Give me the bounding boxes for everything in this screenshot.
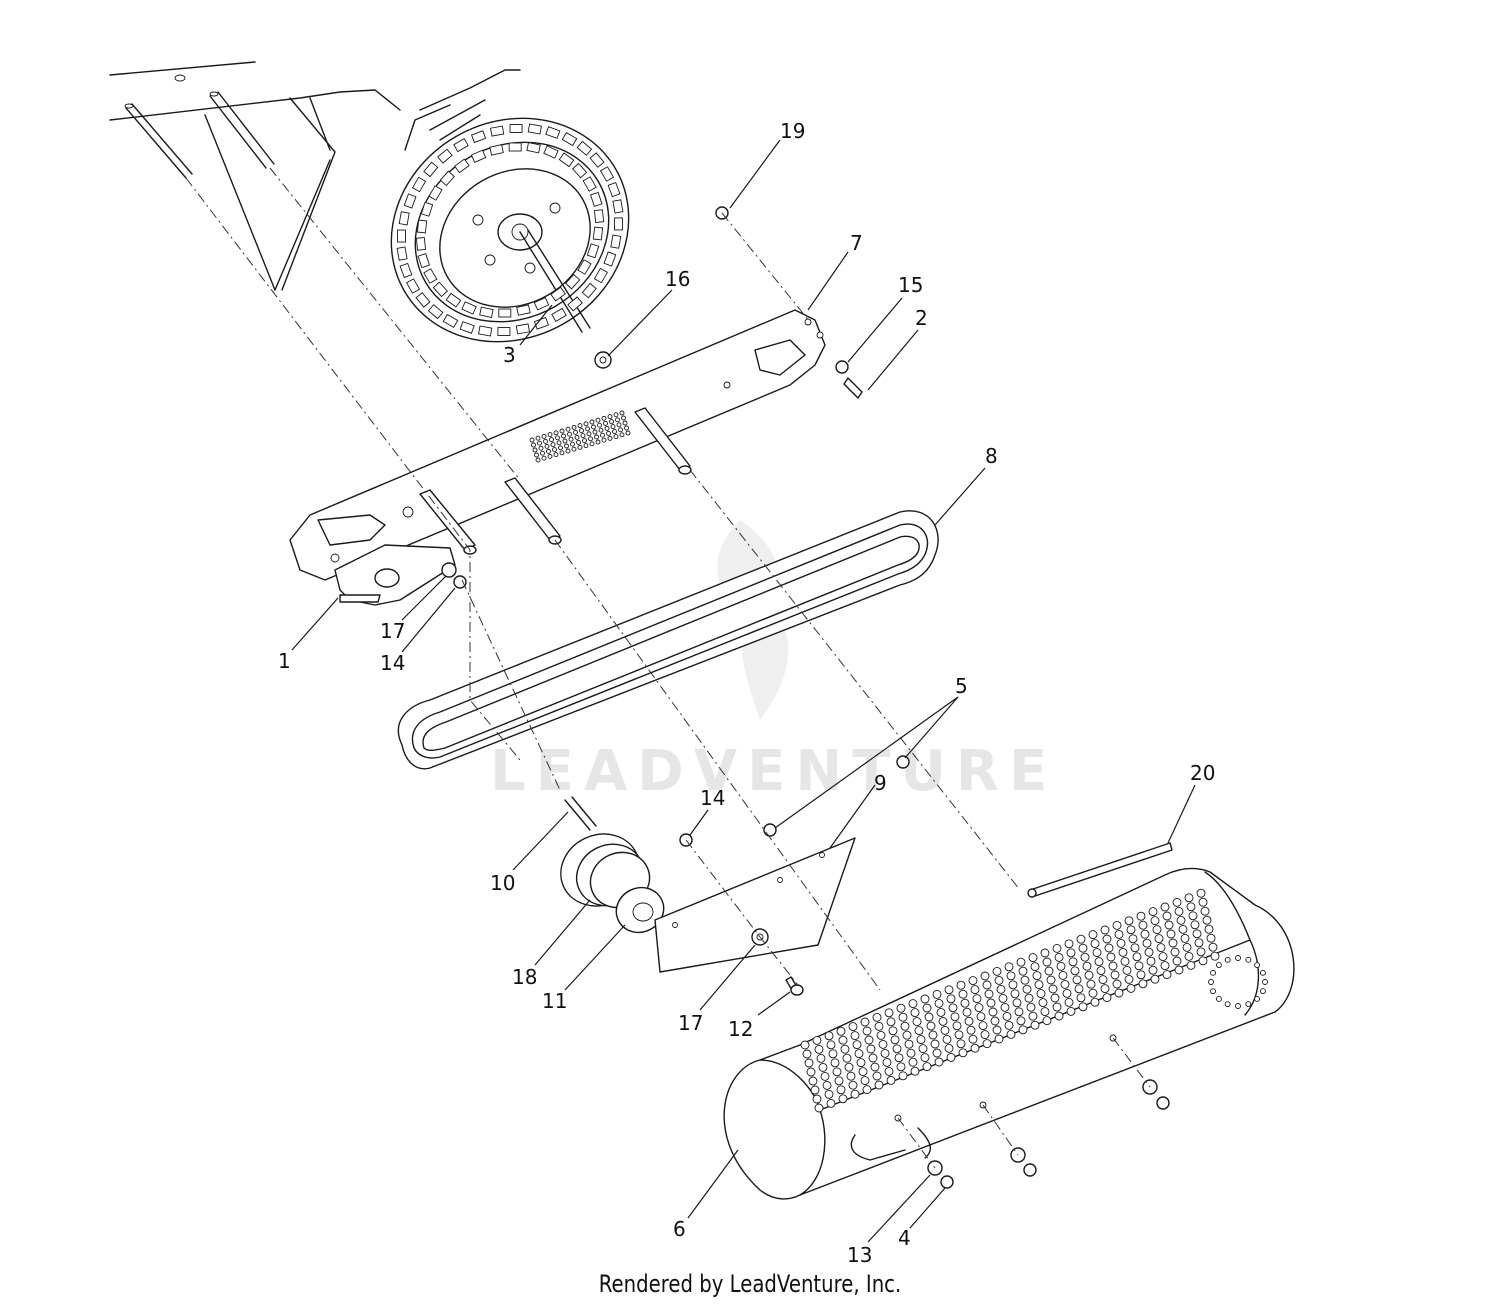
leader-lines [291, 139, 1196, 1243]
callout-10: 10 [490, 871, 515, 895]
callout-1: 1 [278, 649, 291, 673]
callout-11: 11 [542, 989, 567, 1013]
callout-17-lower: 17 [678, 1011, 703, 1035]
callout-14-upper: 14 [380, 651, 405, 675]
frame-rails [109, 61, 401, 291]
callout-16: 16 [665, 267, 690, 291]
callout-8: 8 [985, 444, 998, 468]
callout-17-upper: 17 [380, 619, 405, 643]
callout-15: 15 [898, 273, 923, 297]
callout-14-lower: 14 [700, 786, 725, 810]
callout-18: 18 [512, 965, 537, 989]
callout-6: 6 [673, 1217, 686, 1241]
drive-belt [397, 510, 939, 770]
lower-chain-case [723, 842, 1295, 1200]
centerlines [185, 167, 1151, 1169]
callout-7: 7 [850, 231, 863, 255]
credit-line: Rendered by LeadVenture, Inc. [598, 1270, 902, 1298]
callout-5: 5 [955, 674, 968, 698]
mount-hole-circle [1208, 955, 1268, 1009]
callout-13: 13 [847, 1243, 872, 1267]
callout-3: 3 [503, 343, 516, 367]
callout-19: 19 [780, 119, 805, 143]
pulley-assembly [560, 796, 665, 934]
upper-chain-case-plate [289, 206, 863, 581]
watermark-text: LEADVENTURE [490, 739, 1057, 804]
mounting-bracket [334, 544, 467, 606]
callout-4: 4 [898, 1226, 911, 1250]
callout-12: 12 [728, 1017, 753, 1041]
callout-20: 20 [1190, 761, 1215, 785]
callout-9: 9 [874, 771, 887, 795]
vent-grille-large [800, 888, 1220, 1113]
vent-grille-small [529, 410, 631, 463]
tire-tread [396, 123, 624, 337]
wheel-assembly [390, 69, 630, 343]
callout-2: 2 [915, 306, 928, 330]
callout-labels: 19 7 16 15 2 3 8 1 17 14 5 20 14 9 10 18… [278, 119, 1215, 1267]
